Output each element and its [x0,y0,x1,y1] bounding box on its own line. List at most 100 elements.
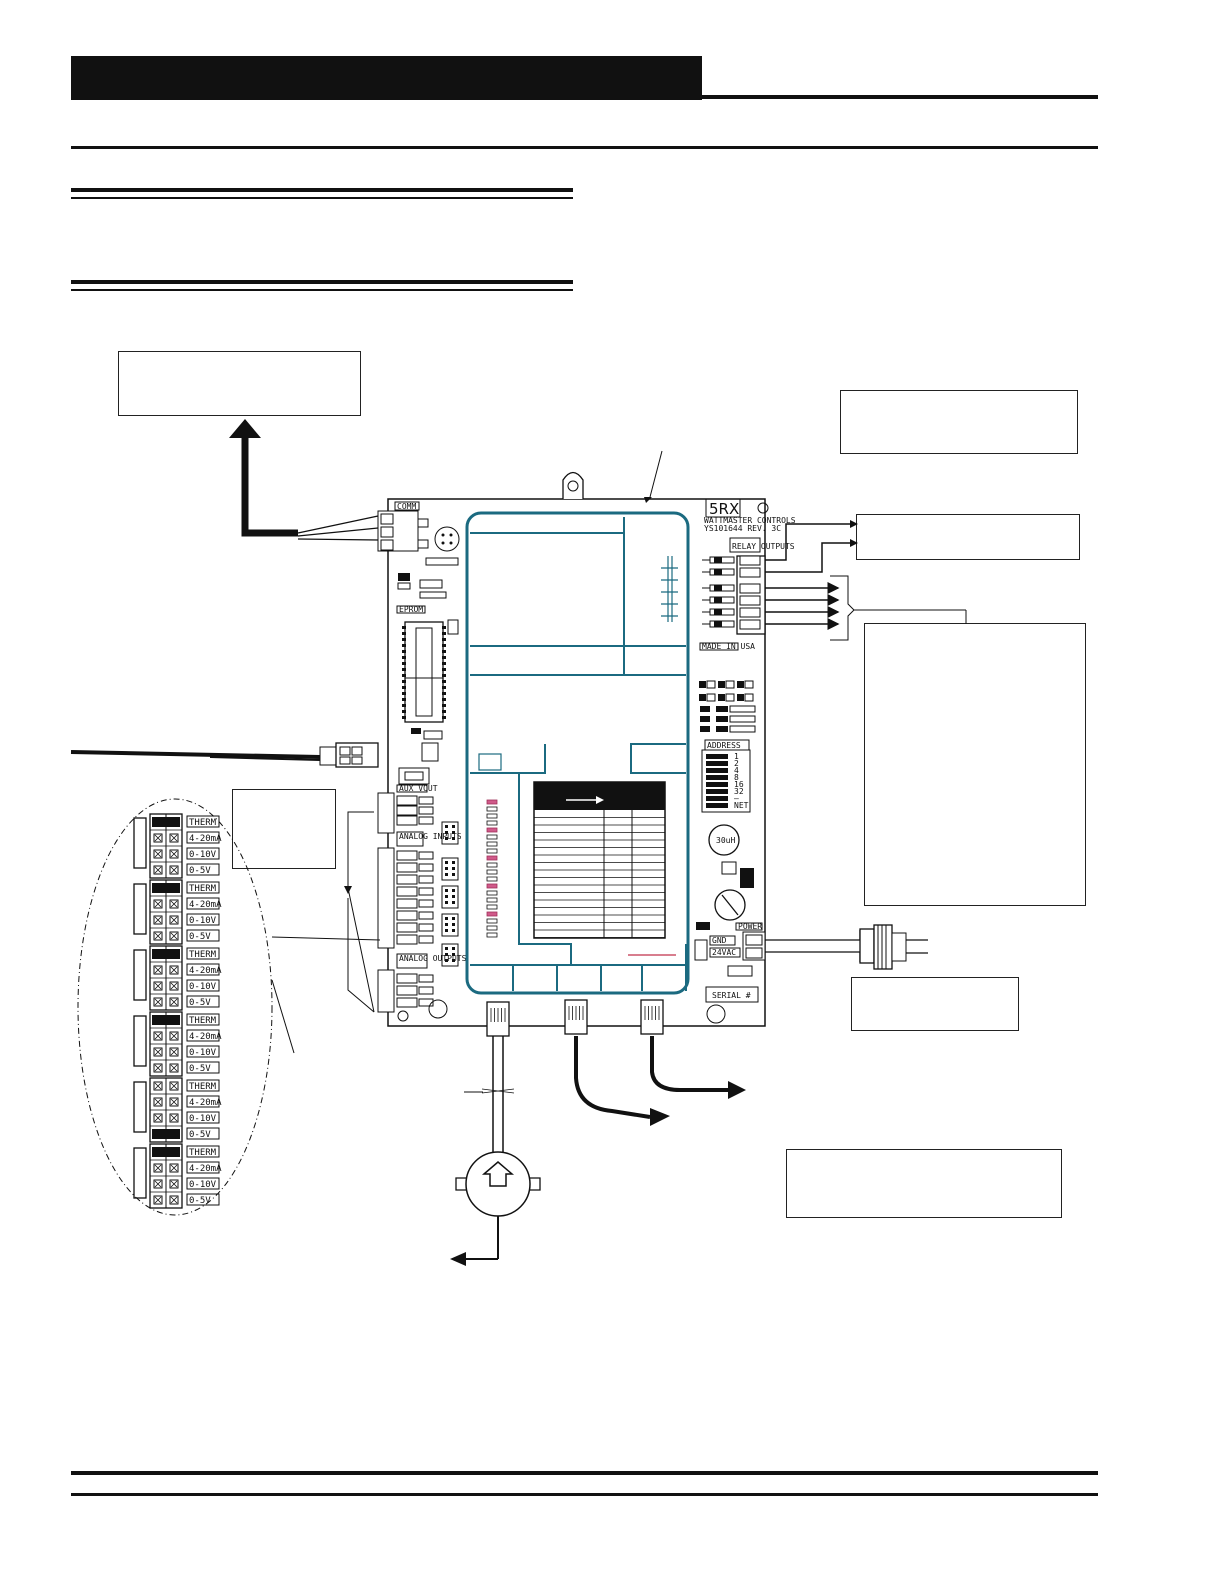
eprom-pins [402,626,446,719]
jumper-pin [445,947,448,950]
jumper-pin-box [169,849,179,859]
jumper-pin [445,873,448,876]
board-led-label [725,693,735,702]
config-table [533,781,666,939]
eprom-pin [402,656,406,659]
jumper-pin-box [169,1097,179,1107]
jumper-option-label: 4-20mA [189,1098,222,1108]
status-led [486,855,498,861]
relay-led [714,569,722,575]
callout-analog-inputs [232,789,336,869]
eprom-chip: EPROM [396,605,444,723]
jumper-pin-box [169,1179,179,1189]
comm-wire-arrow [229,419,379,541]
status-led [486,834,498,840]
callout-relay-outputs [864,623,1086,906]
terminal-screw [396,805,418,816]
config-table-rows [534,817,665,938]
footer-rule-thick [71,1471,1098,1475]
dip-label: 1 [734,752,739,761]
jumper-pin-box [153,915,163,925]
misc-left-components: AUX VOUT [396,573,459,793]
relay-terminal [739,567,761,578]
eprom-pin [402,626,406,629]
terminal-screw [396,922,418,933]
dip-label: 2 [734,759,739,768]
label-relay-outputs: RELAY OUTPUTS [732,542,795,551]
jumper-pin-box [153,849,163,859]
board-branding: 5RX WATTMASTER CONTROLS YS101644 REV. 3C… [699,498,796,651]
board-part-rev: YS101644 REV. 3C [704,524,781,533]
jumper-option-label: 4-20mA [189,1032,222,1042]
status-led [486,876,498,882]
jumper-pin [452,831,455,834]
right-leds [699,680,756,733]
label-analog-inputs: ANALOG INPUTS [399,832,462,841]
jumper-option-label: 0-5V [189,932,211,942]
relay-terminal [739,555,761,566]
jack-cables [574,1036,730,1119]
jumper-pin-box [153,833,163,843]
relay-indicator-symbols [661,556,678,622]
jumper-pin [445,929,448,932]
eprom-pin [442,632,446,635]
eprom-pin [442,716,446,719]
section-rule-top-thin [71,197,573,199]
jumper-shunt [152,1015,180,1025]
header-rule [702,95,1098,99]
jumper-pin [445,861,448,864]
status-led [486,911,498,917]
terminal-label [418,806,434,815]
terminal-label [418,911,434,920]
jumper-option-label: 0-5V [189,998,211,1008]
jumper-socket [133,949,147,1001]
jumper-pin-box [153,1031,163,1041]
status-leds [486,799,498,938]
jumper-pin-box [169,1195,179,1205]
jumper-pin [452,867,455,870]
board-led [737,681,744,688]
jumper-pin [452,929,455,932]
eprom-pin [442,686,446,689]
jumper-option-box [186,1045,220,1058]
terminal-label [418,863,434,872]
terminal-label [418,923,434,932]
jumper-pin-box [153,1097,163,1107]
jumper-option-box [186,947,220,960]
jumper-option-box [186,881,220,894]
dip-label: NET [734,801,749,810]
label-aux-vout: AUX VOUT [399,784,438,793]
terminal-screw [396,815,418,826]
jumper-pin-box [169,833,179,843]
section-rule-top-thick [71,188,573,192]
callout-relay-common [856,514,1080,560]
mode-led [716,726,728,732]
jumper-pin-box [169,1163,179,1173]
jumper-option-box [186,963,220,976]
mode-label [729,725,756,733]
eprom-pin [402,692,406,695]
mode-label [729,715,756,723]
eprom-pin [442,692,446,695]
jumper-option-box [186,1145,220,1158]
label-comm: COMM [397,502,416,511]
jumper-pin-box [169,915,179,925]
power-harness-left [70,742,379,768]
mode-led [700,726,710,732]
jumper-pin [452,889,455,892]
board-led [718,694,725,701]
board-led-label [706,680,716,689]
jumper-option-label: 0-5V [189,866,211,876]
jumper-pin [452,953,455,956]
jumper-pin-box [169,1113,179,1123]
eprom-pin [402,698,406,701]
battery-and-pot: 30uH [708,824,754,921]
relay-terminal [739,583,761,594]
jumper-pin-box [169,899,179,909]
jumper-option-label: 4-20mA [189,834,222,844]
comm-connector: COMM [377,501,460,566]
jack-pins [490,1006,660,1022]
jumper-headers [441,821,459,967]
